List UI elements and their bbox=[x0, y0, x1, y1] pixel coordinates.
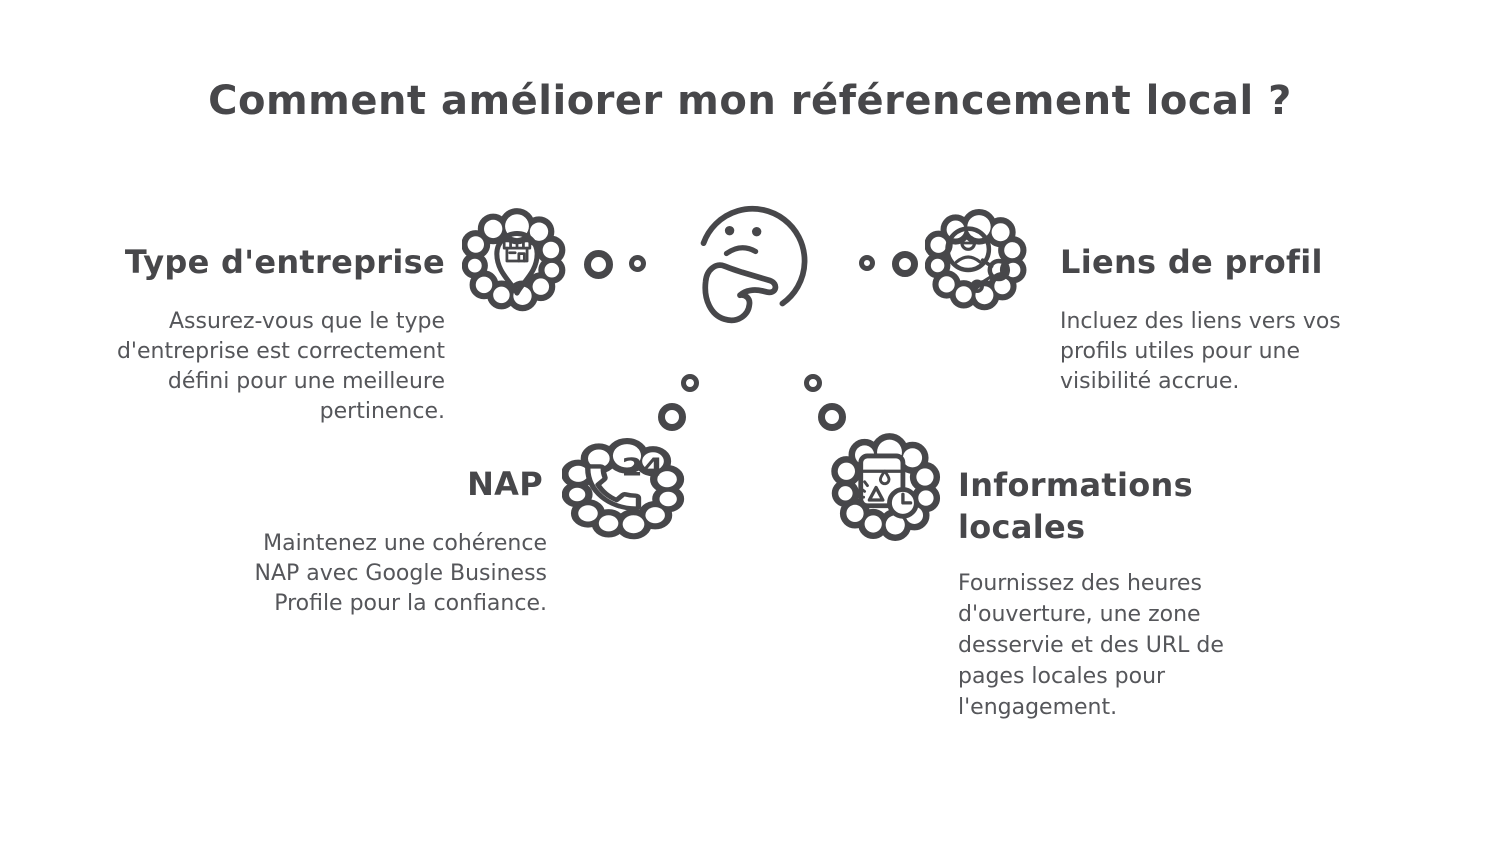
section-body: Incluez des liens vers vos profils utile… bbox=[1060, 309, 1341, 394]
section-body: Fournissez des heures d'ouverture, une z… bbox=[958, 571, 1224, 720]
thought-bubble-dot bbox=[629, 255, 646, 272]
profile-share-icon bbox=[925, 209, 1027, 311]
thought-bubble-dot bbox=[892, 251, 918, 277]
thought-bubble-dot bbox=[818, 403, 846, 431]
phone-24-icon: 24 bbox=[562, 438, 685, 540]
phone-24-badge: 24 bbox=[622, 452, 664, 482]
section-heading: NAP bbox=[467, 465, 543, 503]
section-heading: Liens de profil bbox=[1060, 243, 1323, 281]
section-body: Maintenez une cohérence NAP avec Google … bbox=[254, 531, 547, 616]
local-info-clock-icon bbox=[831, 433, 941, 541]
thinking-face-icon bbox=[700, 205, 808, 324]
store-location-pin-icon bbox=[462, 208, 566, 312]
page-title: Comment améliorer mon référencement loca… bbox=[208, 78, 1292, 124]
section-heading: Informations locales bbox=[958, 466, 1193, 546]
section-body: Assurez-vous que le type d'entreprise es… bbox=[116, 309, 445, 424]
section-heading: Type d'entreprise bbox=[124, 243, 445, 281]
thought-bubble-dot bbox=[859, 255, 875, 271]
thought-bubble-dot bbox=[681, 374, 699, 392]
thought-bubble-dot bbox=[804, 374, 822, 392]
thought-bubble-dot bbox=[658, 403, 686, 431]
thought-bubble-dot bbox=[584, 250, 613, 279]
